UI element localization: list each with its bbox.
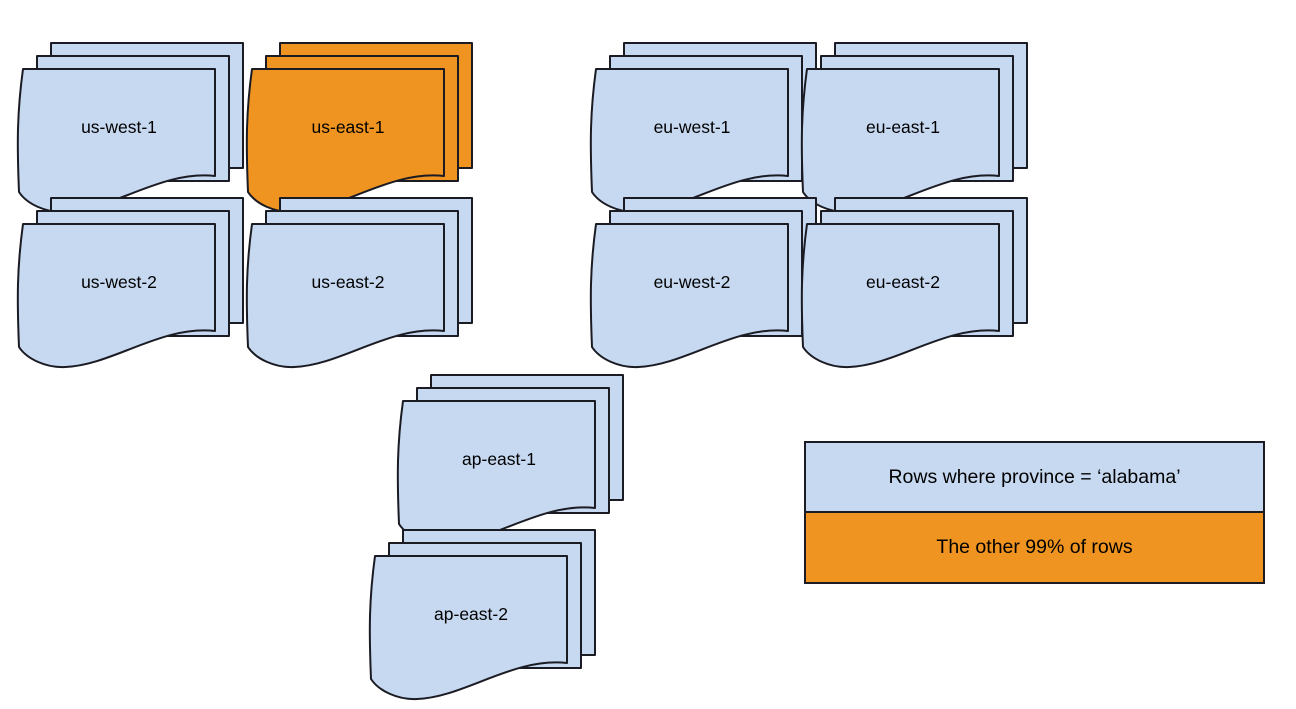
stack-sheet (245, 223, 445, 369)
document-stack-eu-east-2[interactable]: eu-east-2 (800, 197, 1043, 369)
stack-shape (589, 197, 817, 369)
document-stack-eu-east-1[interactable]: eu-east-1 (800, 42, 1043, 214)
document-stack-us-west-2[interactable]: us-west-2 (16, 197, 259, 369)
stack-sheet (245, 68, 445, 214)
stack-shape (800, 197, 1028, 369)
stack-shape (368, 529, 596, 701)
legend-row-orange: The other 99% of rows (806, 513, 1263, 582)
document-stack-us-east-1[interactable]: us-east-1 (245, 42, 488, 214)
stack-shape (589, 42, 817, 214)
stack-shape (800, 42, 1028, 214)
stack-sheet (16, 68, 216, 214)
stack-sheet (396, 400, 596, 546)
stack-sheet (589, 68, 789, 214)
stack-sheet (800, 223, 1000, 369)
stack-sheet (589, 223, 789, 369)
stack-sheet (800, 68, 1000, 214)
stack-shape (396, 374, 624, 546)
document-stack-ap-east-2[interactable]: ap-east-2 (368, 529, 611, 701)
stack-shape (16, 197, 244, 369)
document-stack-eu-west-2[interactable]: eu-west-2 (589, 197, 832, 369)
legend-row-blue: Rows where province = ‘alabama’ (806, 443, 1263, 513)
document-stack-us-east-2[interactable]: us-east-2 (245, 197, 488, 369)
legend-label: Rows where province = ‘alabama’ (888, 465, 1181, 488)
document-stack-eu-west-1[interactable]: eu-west-1 (589, 42, 832, 214)
document-stack-ap-east-1[interactable]: ap-east-1 (396, 374, 639, 546)
stack-sheet (368, 555, 568, 701)
stack-shape (245, 197, 473, 369)
stack-sheet (16, 223, 216, 369)
legend: Rows where province = ‘alabama’ The other… (804, 441, 1265, 584)
stack-shape (245, 42, 473, 214)
document-stack-us-west-1[interactable]: us-west-1 (16, 42, 259, 214)
legend-label: The other 99% of rows (936, 536, 1133, 558)
stack-shape (16, 42, 244, 214)
